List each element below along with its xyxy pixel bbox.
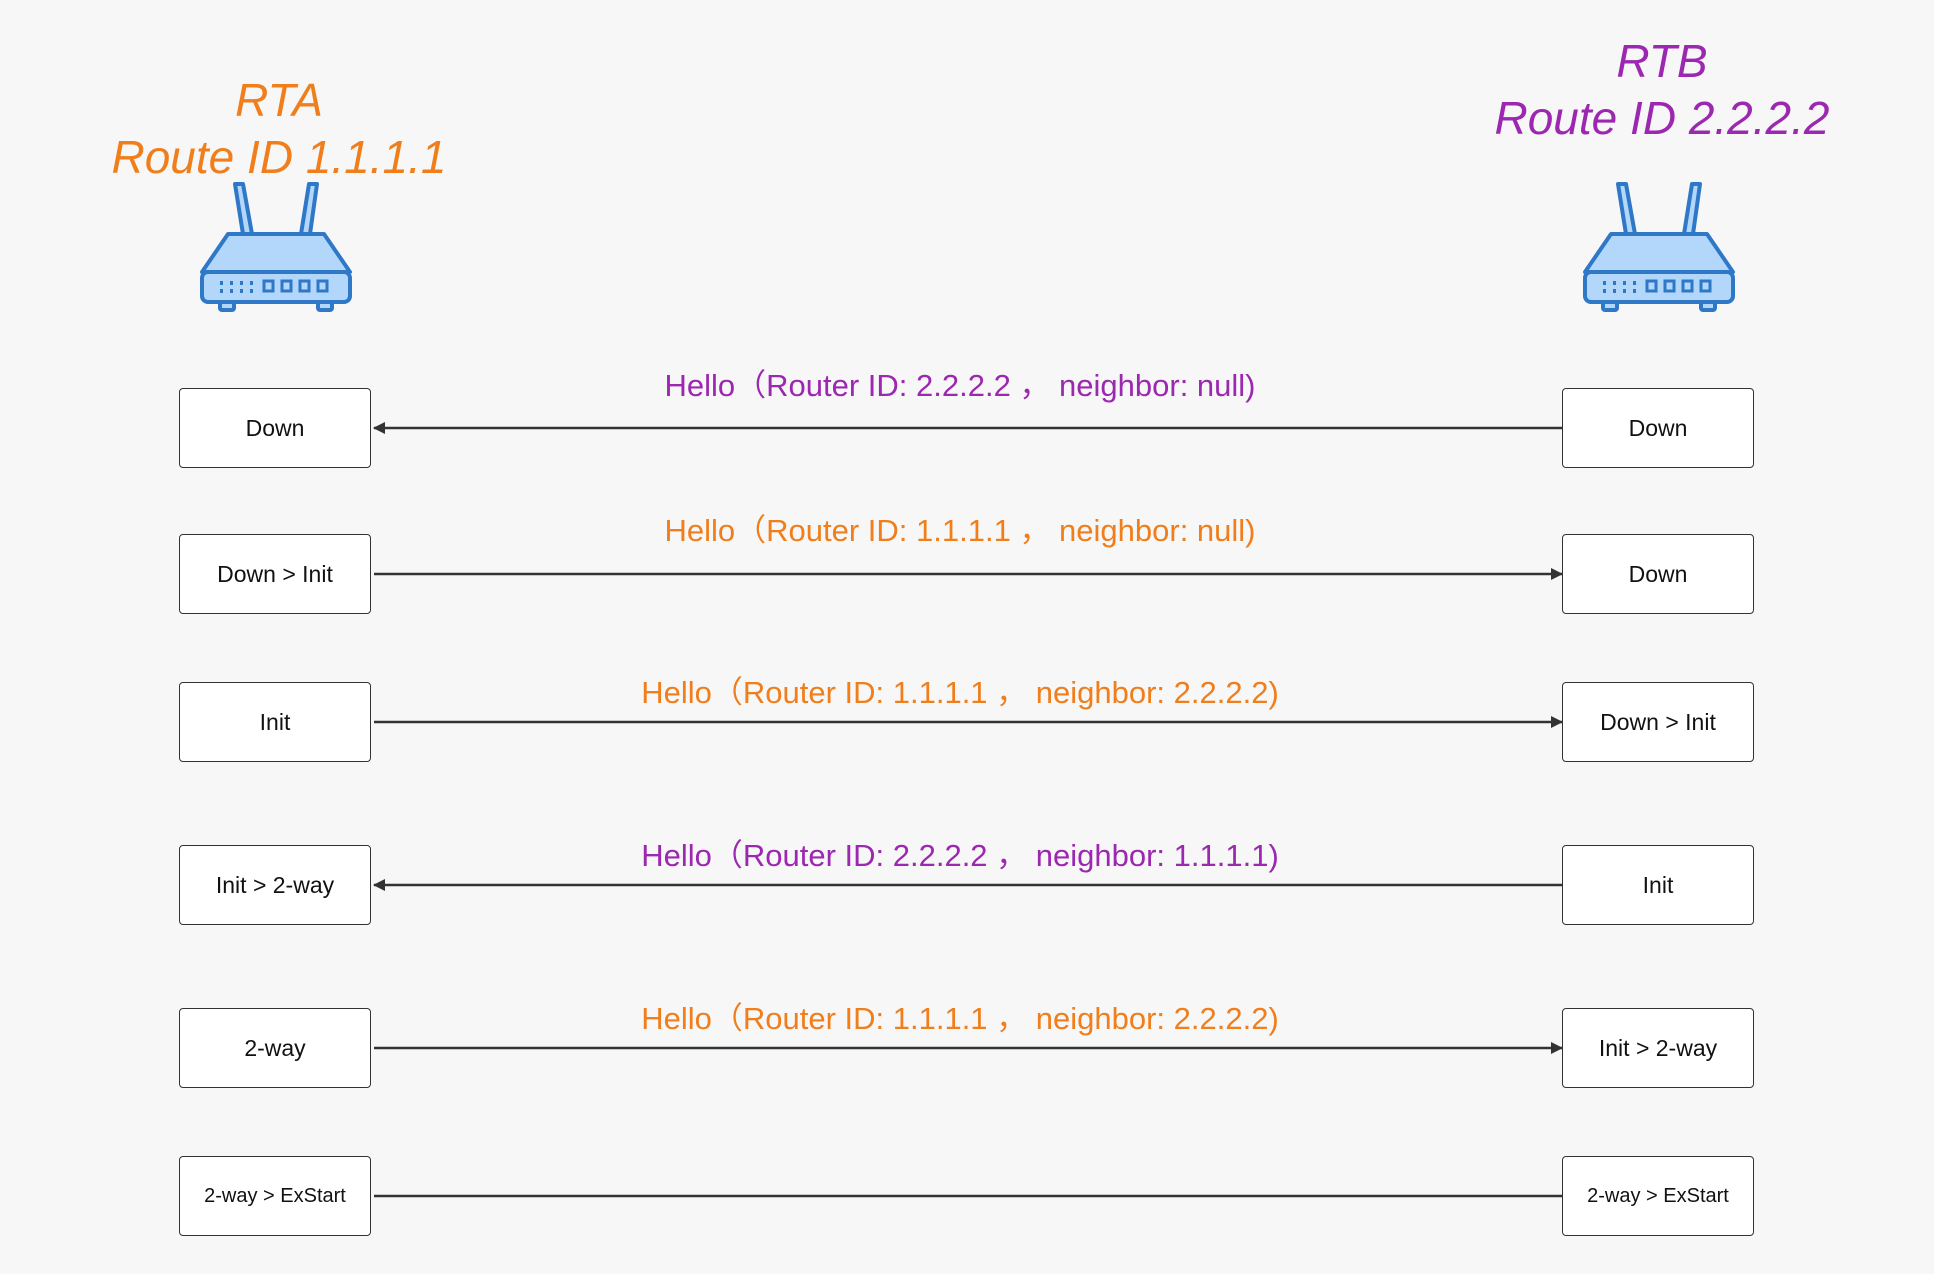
rtb-state-6: 2-way > ExStart bbox=[1562, 1156, 1754, 1236]
rtb-state-5: Init > 2-way bbox=[1562, 1008, 1754, 1088]
rtb-state-3: Down > Init bbox=[1562, 682, 1754, 762]
rtb-name: RTB bbox=[1616, 35, 1708, 87]
rtb-state-4: Init bbox=[1562, 845, 1754, 925]
message-label-3: Hello（Router ID: 1.1.1.1 ， neighbor: 2.2… bbox=[641, 675, 1279, 710]
message-label-1: Hello（Router ID: 2.2.2.2 ， neighbor: nul… bbox=[664, 368, 1256, 403]
rta-title: RTA Route ID 1.1.1.1 bbox=[112, 72, 447, 186]
rta-state-4: Init > 2-way bbox=[179, 845, 371, 925]
rtb-title: RTB Route ID 2.2.2.2 bbox=[1495, 33, 1830, 147]
rta-state-2: Down > Init bbox=[179, 534, 371, 614]
rta-name: RTA bbox=[235, 74, 323, 126]
message-label-5: Hello（Router ID: 1.1.1.1 ， neighbor: 2.2… bbox=[641, 1001, 1279, 1036]
rta-state-5: 2-way bbox=[179, 1008, 371, 1088]
rtb-router-icon bbox=[1583, 182, 1735, 312]
rtb-state-1: Down bbox=[1562, 388, 1754, 468]
rta-state-6: 2-way > ExStart bbox=[179, 1156, 371, 1236]
rta-state-1: Down bbox=[179, 388, 371, 468]
rta-state-3: Init bbox=[179, 682, 371, 762]
rta-router-icon bbox=[200, 182, 352, 312]
message-label-4: Hello（Router ID: 2.2.2.2 ， neighbor: 1.1… bbox=[641, 838, 1279, 873]
rtb-state-2: Down bbox=[1562, 534, 1754, 614]
rtb-route-id: Route ID 2.2.2.2 bbox=[1494, 92, 1830, 144]
message-label-2: Hello（Router ID: 1.1.1.1 ， neighbor: nul… bbox=[664, 513, 1256, 548]
rta-route-id: Route ID 1.1.1.1 bbox=[111, 131, 447, 183]
